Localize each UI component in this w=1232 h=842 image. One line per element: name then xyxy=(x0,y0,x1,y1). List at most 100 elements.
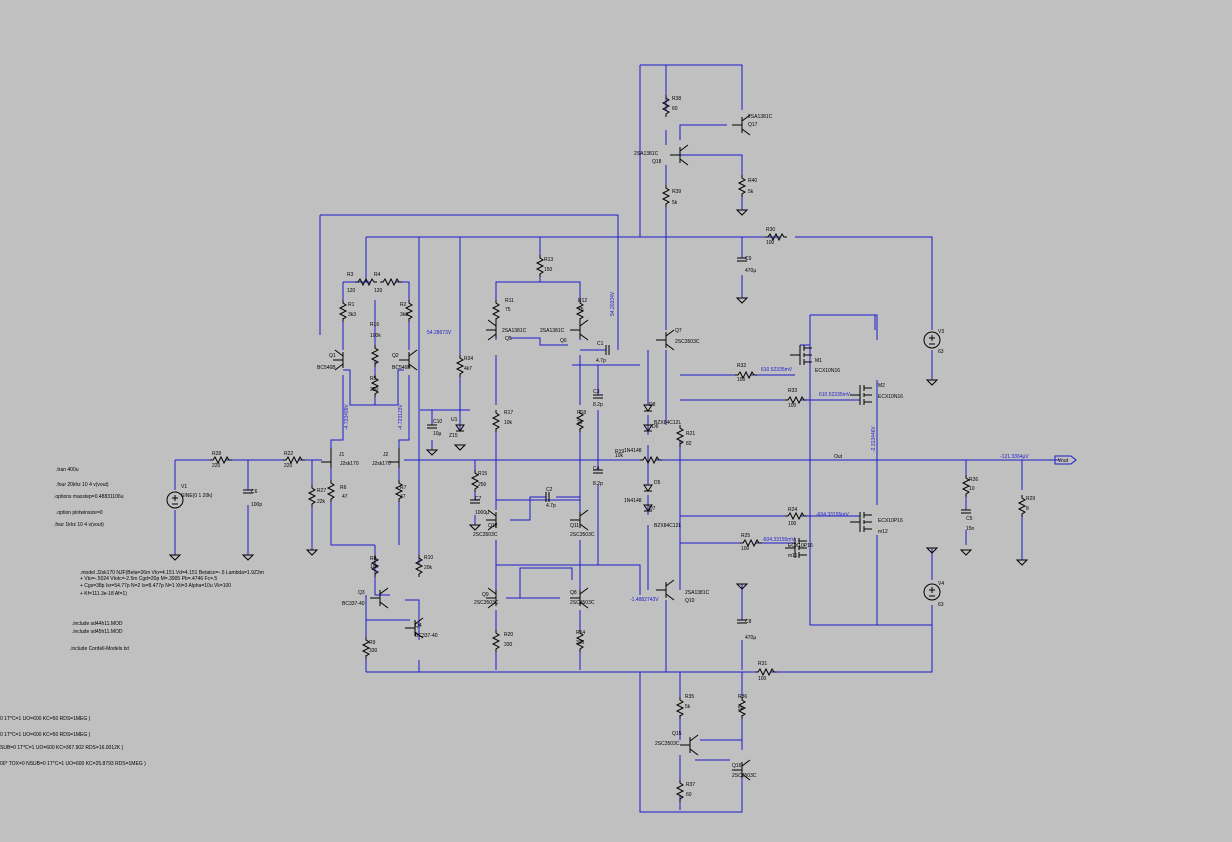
transistor-Q15[interactable] xyxy=(680,734,699,756)
resistor-R14[interactable] xyxy=(575,630,585,652)
value-M1: ECX10N16 xyxy=(815,368,840,374)
transistor-Q1[interactable] xyxy=(333,349,344,371)
value-D8: BZX84C12L xyxy=(654,420,681,426)
resistor-R9[interactable] xyxy=(361,637,371,659)
ref-C5: C5 xyxy=(966,516,973,522)
resistor-R39[interactable] xyxy=(661,185,671,207)
resistor-R25[interactable] xyxy=(740,538,762,548)
resistor-R38[interactable] xyxy=(661,95,671,117)
resistor-R26[interactable] xyxy=(961,475,971,497)
diode-D6[interactable] xyxy=(643,424,653,432)
transistor-Q5[interactable] xyxy=(486,319,497,341)
voltage-source-V4[interactable] xyxy=(923,583,941,601)
resistor-R36[interactable] xyxy=(737,697,747,719)
resistor-R8[interactable] xyxy=(370,555,380,577)
resistor-R37[interactable] xyxy=(675,780,685,802)
ref-R10: R10 xyxy=(424,555,433,561)
resistor-R28[interactable] xyxy=(210,455,232,465)
transistor-Q2[interactable] xyxy=(399,349,418,371)
spice-directive: 0 1T*C=1 UO=600 KC=50 RDS=1MEG ) xyxy=(0,732,91,738)
resistor-R19[interactable] xyxy=(640,455,662,465)
ref-C2: C2 xyxy=(546,487,553,493)
resistor-R17[interactable] xyxy=(491,410,501,432)
resistor-R32[interactable] xyxy=(735,370,757,380)
resistor-R6[interactable] xyxy=(326,480,336,502)
resistor-R21[interactable] xyxy=(675,425,685,447)
capacitor-C8[interactable] xyxy=(737,619,747,624)
jfet-J1[interactable] xyxy=(321,448,332,468)
vout-port-icon[interactable] xyxy=(1054,455,1077,465)
capacitor-C2[interactable] xyxy=(545,492,550,502)
resistor-R34[interactable] xyxy=(455,355,465,377)
capacitor-C7[interactable] xyxy=(470,499,480,504)
transistor-Q7[interactable] xyxy=(656,329,675,351)
capacitor-C1[interactable] xyxy=(605,345,610,355)
resistor-R33[interactable] xyxy=(785,395,807,405)
voltage-source-V3[interactable] xyxy=(923,331,941,349)
resistor-R15[interactable] xyxy=(470,470,480,492)
resistor-R10[interactable] xyxy=(414,555,424,577)
transistor-Q18[interactable] xyxy=(670,144,689,166)
capacitor-C10[interactable] xyxy=(427,424,437,429)
transistor-Q16[interactable] xyxy=(732,759,751,781)
ground-icon-7 xyxy=(735,209,749,216)
transistor-Q3[interactable] xyxy=(370,587,389,609)
capacitor-C9[interactable] xyxy=(737,257,747,262)
transistor-Q11[interactable] xyxy=(570,509,589,531)
voltage-label: -1.4882743V xyxy=(630,597,659,603)
value-R7: 47 xyxy=(400,494,406,500)
ref-J1: J1 xyxy=(339,452,345,458)
resistor-R5[interactable] xyxy=(370,375,380,397)
transistor-Q6[interactable] xyxy=(570,319,589,341)
voltage-source-V1[interactable] xyxy=(166,491,184,509)
resistor-R22[interactable] xyxy=(283,455,305,465)
mosfet-M2[interactable] xyxy=(850,385,872,405)
resistor-R27[interactable] xyxy=(307,485,317,507)
resistor-R20[interactable] xyxy=(491,630,501,652)
resistor-R24[interactable] xyxy=(785,511,807,521)
value-R15: 250 xyxy=(478,482,487,488)
capacitor-C4[interactable] xyxy=(593,469,603,474)
resistor-R30[interactable] xyxy=(765,232,787,242)
resistor-R16[interactable] xyxy=(370,345,380,367)
transistor-Q4[interactable] xyxy=(405,617,424,639)
capacitor-C5[interactable] xyxy=(961,509,971,514)
resistor-R31[interactable] xyxy=(755,667,777,677)
resistor-R3[interactable] xyxy=(355,277,377,287)
diode-U1[interactable] xyxy=(455,424,465,432)
resistor-R7[interactable] xyxy=(394,480,404,502)
resistor-R13[interactable] xyxy=(535,255,545,277)
capacitor-C6[interactable] xyxy=(243,489,253,494)
diode-D8[interactable] xyxy=(643,404,653,412)
ref-V1: V1 xyxy=(181,484,187,490)
diode-D5[interactable] xyxy=(643,484,653,492)
mosfet-M12[interactable] xyxy=(850,512,872,532)
resistor-R12[interactable] xyxy=(575,300,585,322)
resistor-R1[interactable] xyxy=(338,300,348,322)
spice-directive: .tran 400u xyxy=(56,467,79,473)
mosfet-M11[interactable] xyxy=(785,538,807,558)
diode-D7[interactable] xyxy=(643,504,653,512)
transistor-Q12[interactable] xyxy=(486,509,497,531)
transistor-Q17[interactable] xyxy=(732,114,751,136)
resistor-R4[interactable] xyxy=(380,277,402,287)
resistor-R29[interactable] xyxy=(1017,495,1027,517)
resistor-R11[interactable] xyxy=(491,300,501,322)
ref-R8: R8 xyxy=(370,556,377,562)
capacitor-C3[interactable] xyxy=(593,394,603,399)
ref-R19: R19 xyxy=(615,449,624,455)
ref-R9: R9 xyxy=(369,640,376,646)
jfet-J2[interactable] xyxy=(389,448,400,468)
resistor-R18[interactable] xyxy=(575,410,585,432)
value-Q16: 2SC3503C xyxy=(732,773,757,779)
value-C8: 470µ xyxy=(745,635,756,641)
transistor-Q9[interactable] xyxy=(486,587,497,609)
resistor-R2[interactable] xyxy=(404,300,414,322)
mosfet-M1[interactable] xyxy=(790,345,812,365)
resistor-R35[interactable] xyxy=(675,697,685,719)
transistor-Q10[interactable] xyxy=(656,579,675,601)
resistor-R40[interactable] xyxy=(737,175,747,197)
transistor-Q8[interactable] xyxy=(570,587,589,609)
wire-64 xyxy=(496,564,641,595)
